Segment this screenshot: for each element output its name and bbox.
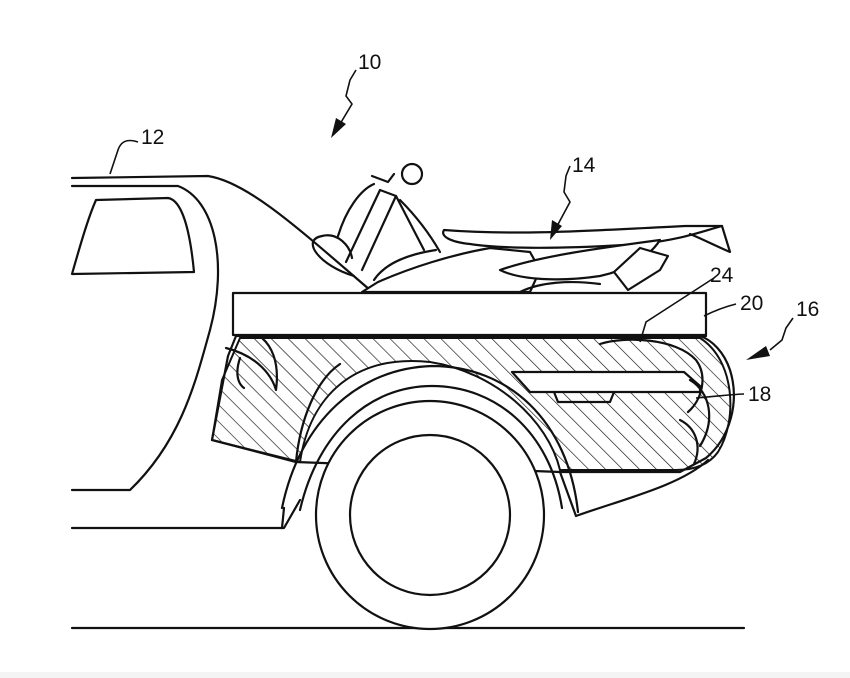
ref-label-vehicle: 12 bbox=[141, 126, 164, 149]
ref-label-assembly: 10 bbox=[358, 51, 381, 74]
ref-label-motorcycle: 14 bbox=[572, 154, 596, 177]
storage-compartment bbox=[512, 372, 700, 392]
bottom-edge-strip bbox=[0, 672, 850, 678]
ref-label-cargo-system: 16 bbox=[796, 298, 819, 321]
ref-label-bed-platform: 20 bbox=[740, 292, 763, 315]
motorcycle bbox=[313, 164, 730, 292]
ref-label-wheel-well-housing: 24 bbox=[710, 264, 734, 287]
motorcycle-seat bbox=[443, 226, 722, 248]
ref-label-storage-compartment: 18 bbox=[748, 383, 771, 406]
cab-window bbox=[72, 198, 194, 274]
deck-platform bbox=[233, 293, 706, 335]
